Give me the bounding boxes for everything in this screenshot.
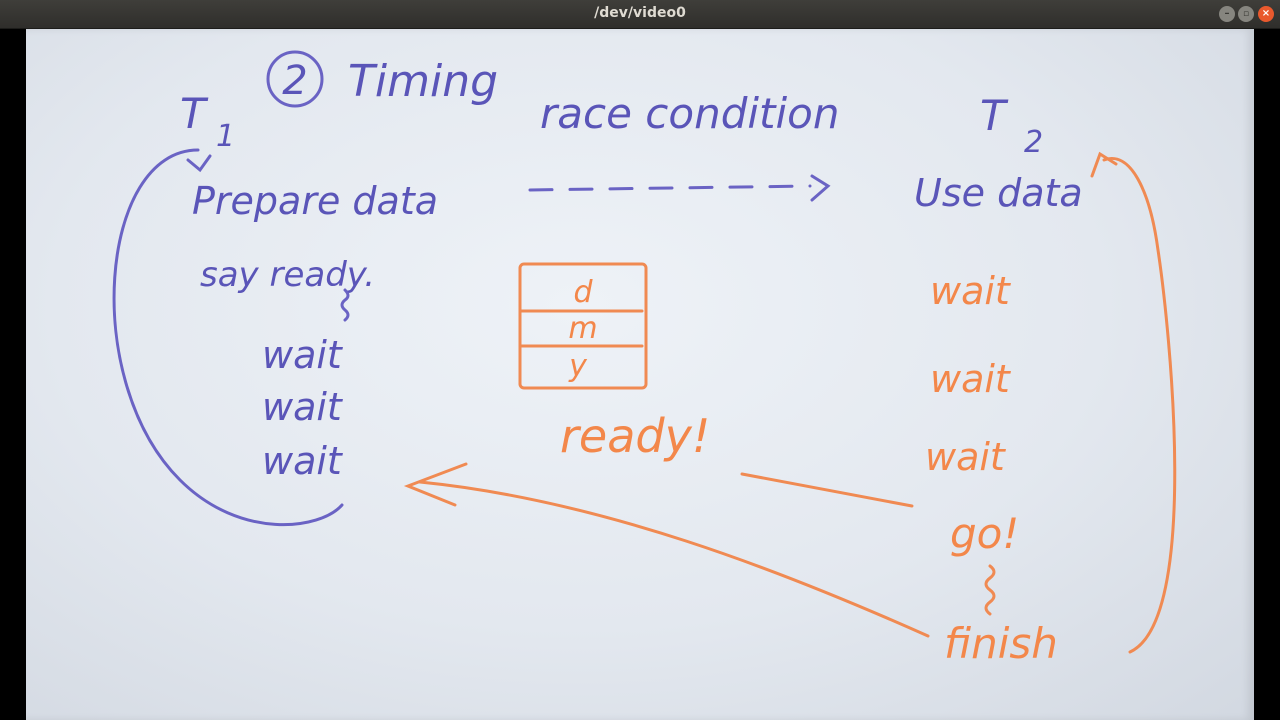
thread1-step-prepare: Prepare data [192,179,438,223]
maximize-button[interactable]: ▫ [1238,6,1254,22]
shared-data-field: d [573,275,593,310]
thread2-step-use-data: Use data [914,171,1083,215]
thread2-step-go: go! [950,509,1019,558]
heading-number: 2 [282,58,307,104]
shared-data-box [518,262,648,390]
thread2-step-wait: wait [930,269,1012,313]
thread1-subscript: 1 [216,119,235,154]
finish-to-thread1-arrow [418,480,930,638]
minimize-button[interactable]: – [1219,6,1235,22]
arrowhead-icon [1090,151,1118,178]
ready-line [740,472,914,508]
thread1-step-say-ready: say ready. [200,255,375,295]
close-button[interactable]: × [1258,6,1274,22]
shared-data-field: y [568,349,588,384]
thread2-step-wait: wait [930,357,1012,401]
thread2-loop-arrow [1102,157,1177,654]
thread2-label: T [980,91,1009,140]
heading-number-circle [266,50,324,108]
thread1-step-wait: wait [262,439,344,483]
arrowhead-icon [186,154,212,173]
shared-data-field: m [568,311,597,346]
ready-signal: ready! [560,409,710,463]
dashed-arrow [528,184,812,192]
heading-title: Timing [348,56,498,107]
window-title: /dev/video0 [594,5,686,21]
thread1-loop-arrow [112,148,344,527]
whiteboard [26,29,1254,720]
thread2-subscript: 2 [1024,125,1043,160]
thread1-step-wait: wait [262,333,344,377]
thread1-step-wait: wait [262,385,344,429]
window-titlebar[interactable]: /dev/video0 – ▫ × [0,0,1280,29]
subheading: race condition [540,89,839,138]
arrowhead-icon [810,174,831,202]
arrowhead-icon [403,462,468,507]
squiggle-icon [984,564,996,616]
thread2-step-finish: finish [944,619,1058,668]
squiggle-icon [340,288,350,322]
thread2-step-wait: wait [925,435,1007,479]
thread1-label: T [180,89,209,138]
